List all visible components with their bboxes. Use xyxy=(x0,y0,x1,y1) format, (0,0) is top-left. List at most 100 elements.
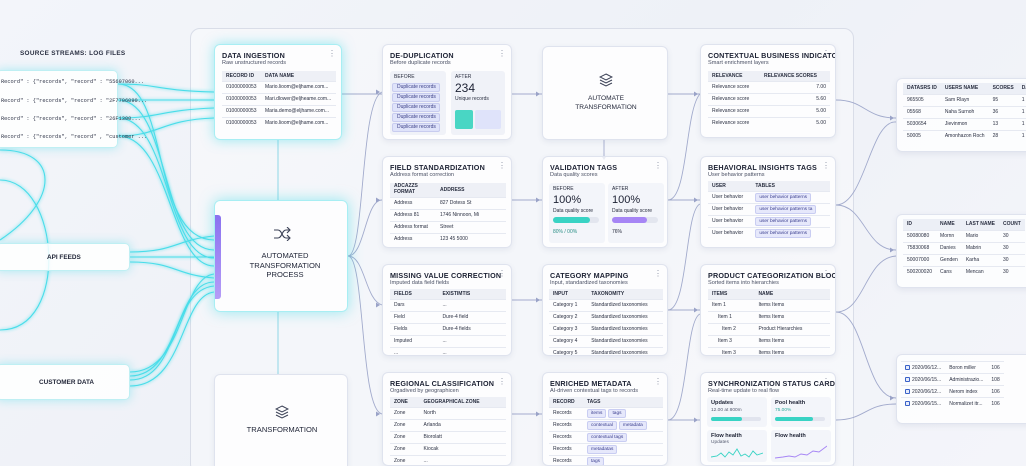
updates-tile[interactable]: Updates 12.00 at 800m xyxy=(707,397,767,427)
cell: Records xyxy=(549,442,583,455)
checkbox-icon[interactable] xyxy=(905,376,910,382)
more-menu-icon[interactable]: ⋮ xyxy=(822,377,830,386)
table-row[interactable]: Imputed... xyxy=(390,334,506,347)
data-ingestion-card[interactable]: DATA INGESTION Raw unstructured records … xyxy=(214,44,342,140)
more-menu-icon[interactable]: ⋮ xyxy=(498,377,506,386)
cell: Danies xyxy=(936,241,962,254)
validation-tags-card[interactable]: VALIDATION TAGS Data quality scores ⋮ BE… xyxy=(542,156,668,248)
more-menu-icon[interactable]: ⋮ xyxy=(822,49,830,58)
customer-data-stream[interactable]: CUSTOMER DATA xyxy=(0,364,130,400)
more-menu-icon[interactable]: ⋮ xyxy=(654,269,662,278)
table-row[interactable]: ...... xyxy=(390,346,506,355)
automated-process-card[interactable]: AUTOMATED TRANSFORMATION PROCESS xyxy=(214,200,348,312)
flow-health-tile-2[interactable]: Flow health xyxy=(771,430,831,462)
more-menu-icon[interactable]: ⋮ xyxy=(822,161,830,170)
table-row[interactable]: 2020/06/15...Normalizet itr...106 xyxy=(901,397,1004,410)
more-menu-icon[interactable]: ⋮ xyxy=(654,377,662,386)
table-row[interactable]: Dars... xyxy=(390,298,506,311)
more-menu-icon[interactable]: ⋮ xyxy=(498,49,506,58)
more-menu-icon[interactable]: ⋮ xyxy=(498,161,506,170)
checkbox-icon[interactable] xyxy=(905,400,910,406)
table-row[interactable]: 2020/06/15...Administrazio...108 xyxy=(901,373,1004,386)
cell: 500200020 xyxy=(903,265,937,278)
sync-status-card[interactable]: SYNCHRONIZATION STATUS CARDS Real-time u… xyxy=(700,372,836,466)
pool-health-tile[interactable]: Pool health 75.00% xyxy=(771,397,831,427)
more-menu-icon[interactable]: ⋮ xyxy=(328,49,336,58)
log-files-stream[interactable]: Record" : {"records", "record" : "556970… xyxy=(0,70,147,148)
checkbox-icon[interactable] xyxy=(905,364,910,370)
enriched-metadata-card[interactable]: ENRICHED METADATA AI-driven contextual t… xyxy=(542,372,668,466)
missing-value-card[interactable]: MISSING VALUE CORRECTION Imputed data fi… xyxy=(382,264,512,356)
accent-bar xyxy=(215,215,221,299)
product-categorization-card[interactable]: PRODUCT CATEGORIZATION BLOCKS Sorted ite… xyxy=(700,264,836,356)
more-menu-icon[interactable]: ⋮ xyxy=(822,269,830,278)
regional-classification-card[interactable]: REGIONAL CLASSIFICATION Orgadived by geo… xyxy=(382,372,512,466)
column-header: SCORES xyxy=(988,83,1018,94)
layers-icon xyxy=(599,73,613,87)
table-row[interactable]: Zone... xyxy=(390,454,506,465)
transformation-card[interactable]: TRANSFORMATION xyxy=(214,374,348,466)
api-feeds-stream[interactable]: API FEEDS xyxy=(0,243,130,271)
category-mapping-card[interactable]: CATEGORY MAPPING Input, standardized tax… xyxy=(542,264,668,356)
more-menu-icon[interactable]: ⋮ xyxy=(498,269,506,278)
automate-transformation-card[interactable]: AUTOMATE TRANSFORMATION xyxy=(542,46,668,140)
flow-health-tile[interactable]: Flow health Updates xyxy=(707,430,767,462)
field-standardization-card[interactable]: FIELD STANDARDIZATION Address format cor… xyxy=(382,156,512,248)
contextual-indicators-card[interactable]: CONTEXTUAL BUSINESS INDICATORS Smart enr… xyxy=(700,44,836,138)
more-menu-icon[interactable]: ⋮ xyxy=(654,161,662,170)
behavioral-insights-card[interactable]: BEHAVIORAL INSIGHTS TAGS User behavior p… xyxy=(700,156,836,248)
checkbox-icon[interactable] xyxy=(905,388,910,394)
deduplication-card[interactable]: DE-DUPLICATION Before duplicate records … xyxy=(382,44,512,140)
